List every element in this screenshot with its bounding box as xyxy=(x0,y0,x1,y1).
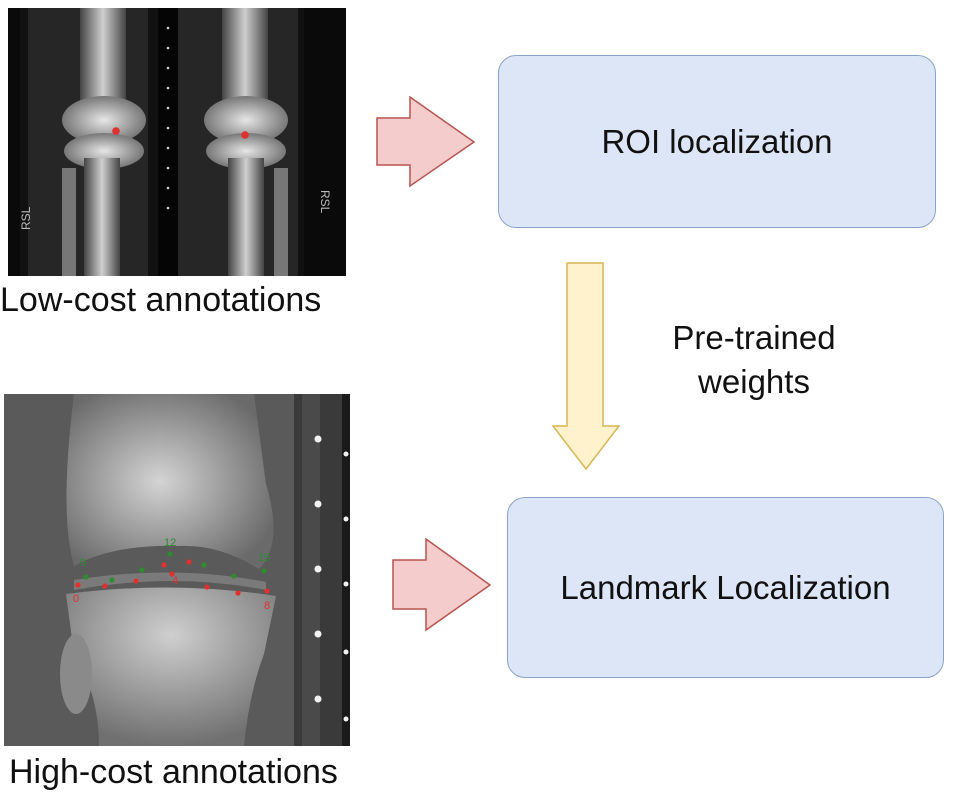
low-cost-xray-image: RSL RSL xyxy=(8,8,346,276)
yellow-arrow-down xyxy=(551,262,621,471)
green-landmark-points xyxy=(83,551,267,583)
roi-localization-box: ROI localization xyxy=(498,55,936,228)
red-arrow-top xyxy=(376,96,476,188)
red-arrow-bottom xyxy=(392,538,492,632)
pretrained-weights-line1: Pre-trained xyxy=(672,319,836,356)
side-marker-left: RSL xyxy=(19,206,33,230)
pretrained-weights-line2: weights xyxy=(698,363,810,400)
landmark-label-4: 4 xyxy=(172,575,178,587)
roi-center-point-right xyxy=(241,131,249,139)
landmark-label-0: 0 xyxy=(73,593,79,605)
high-cost-xray-image: 9 12 15 0 4 8 xyxy=(4,394,350,746)
red-landmark-points xyxy=(75,559,270,596)
landmark-localization-box: Landmark Localization xyxy=(507,497,944,678)
landmark-label-12: 12 xyxy=(164,537,176,549)
pretrained-weights-label: Pre-trained weights xyxy=(640,316,868,404)
roi-localization-label: ROI localization xyxy=(601,122,833,160)
landmark-label-15: 15 xyxy=(258,552,270,564)
landmark-label-9: 9 xyxy=(80,557,86,569)
landmark-label-8: 8 xyxy=(264,600,270,612)
roi-center-point-left xyxy=(112,127,120,135)
high-cost-annotations-caption: High-cost annotations xyxy=(9,753,338,791)
landmark-localization-label: Landmark Localization xyxy=(560,568,891,606)
low-cost-annotations-caption: Low-cost annotations xyxy=(0,281,322,319)
side-marker-right: RSL xyxy=(318,190,332,214)
